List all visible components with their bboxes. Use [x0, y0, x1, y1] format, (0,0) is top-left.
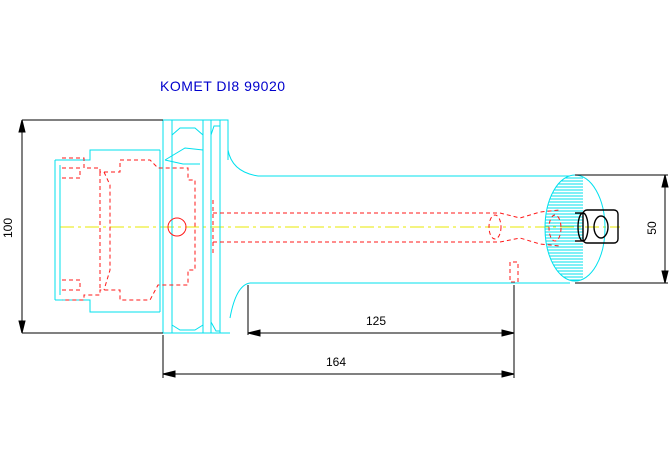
dim-overall-diameter: 100	[1, 218, 15, 238]
dimension-lines	[18, 119, 669, 378]
dim-cutting-diameter: 50	[645, 221, 659, 235]
hidden-lines	[62, 157, 562, 301]
drawing-title: KOMET DI8 99020	[160, 78, 286, 94]
dim-total-length: 164	[326, 355, 346, 369]
dim-reach-length: 125	[366, 314, 386, 328]
tool-outline	[54, 119, 570, 334]
drive-slot-circle	[167, 217, 187, 237]
insert-detail	[575, 209, 619, 244]
cutting-head	[544, 174, 606, 282]
